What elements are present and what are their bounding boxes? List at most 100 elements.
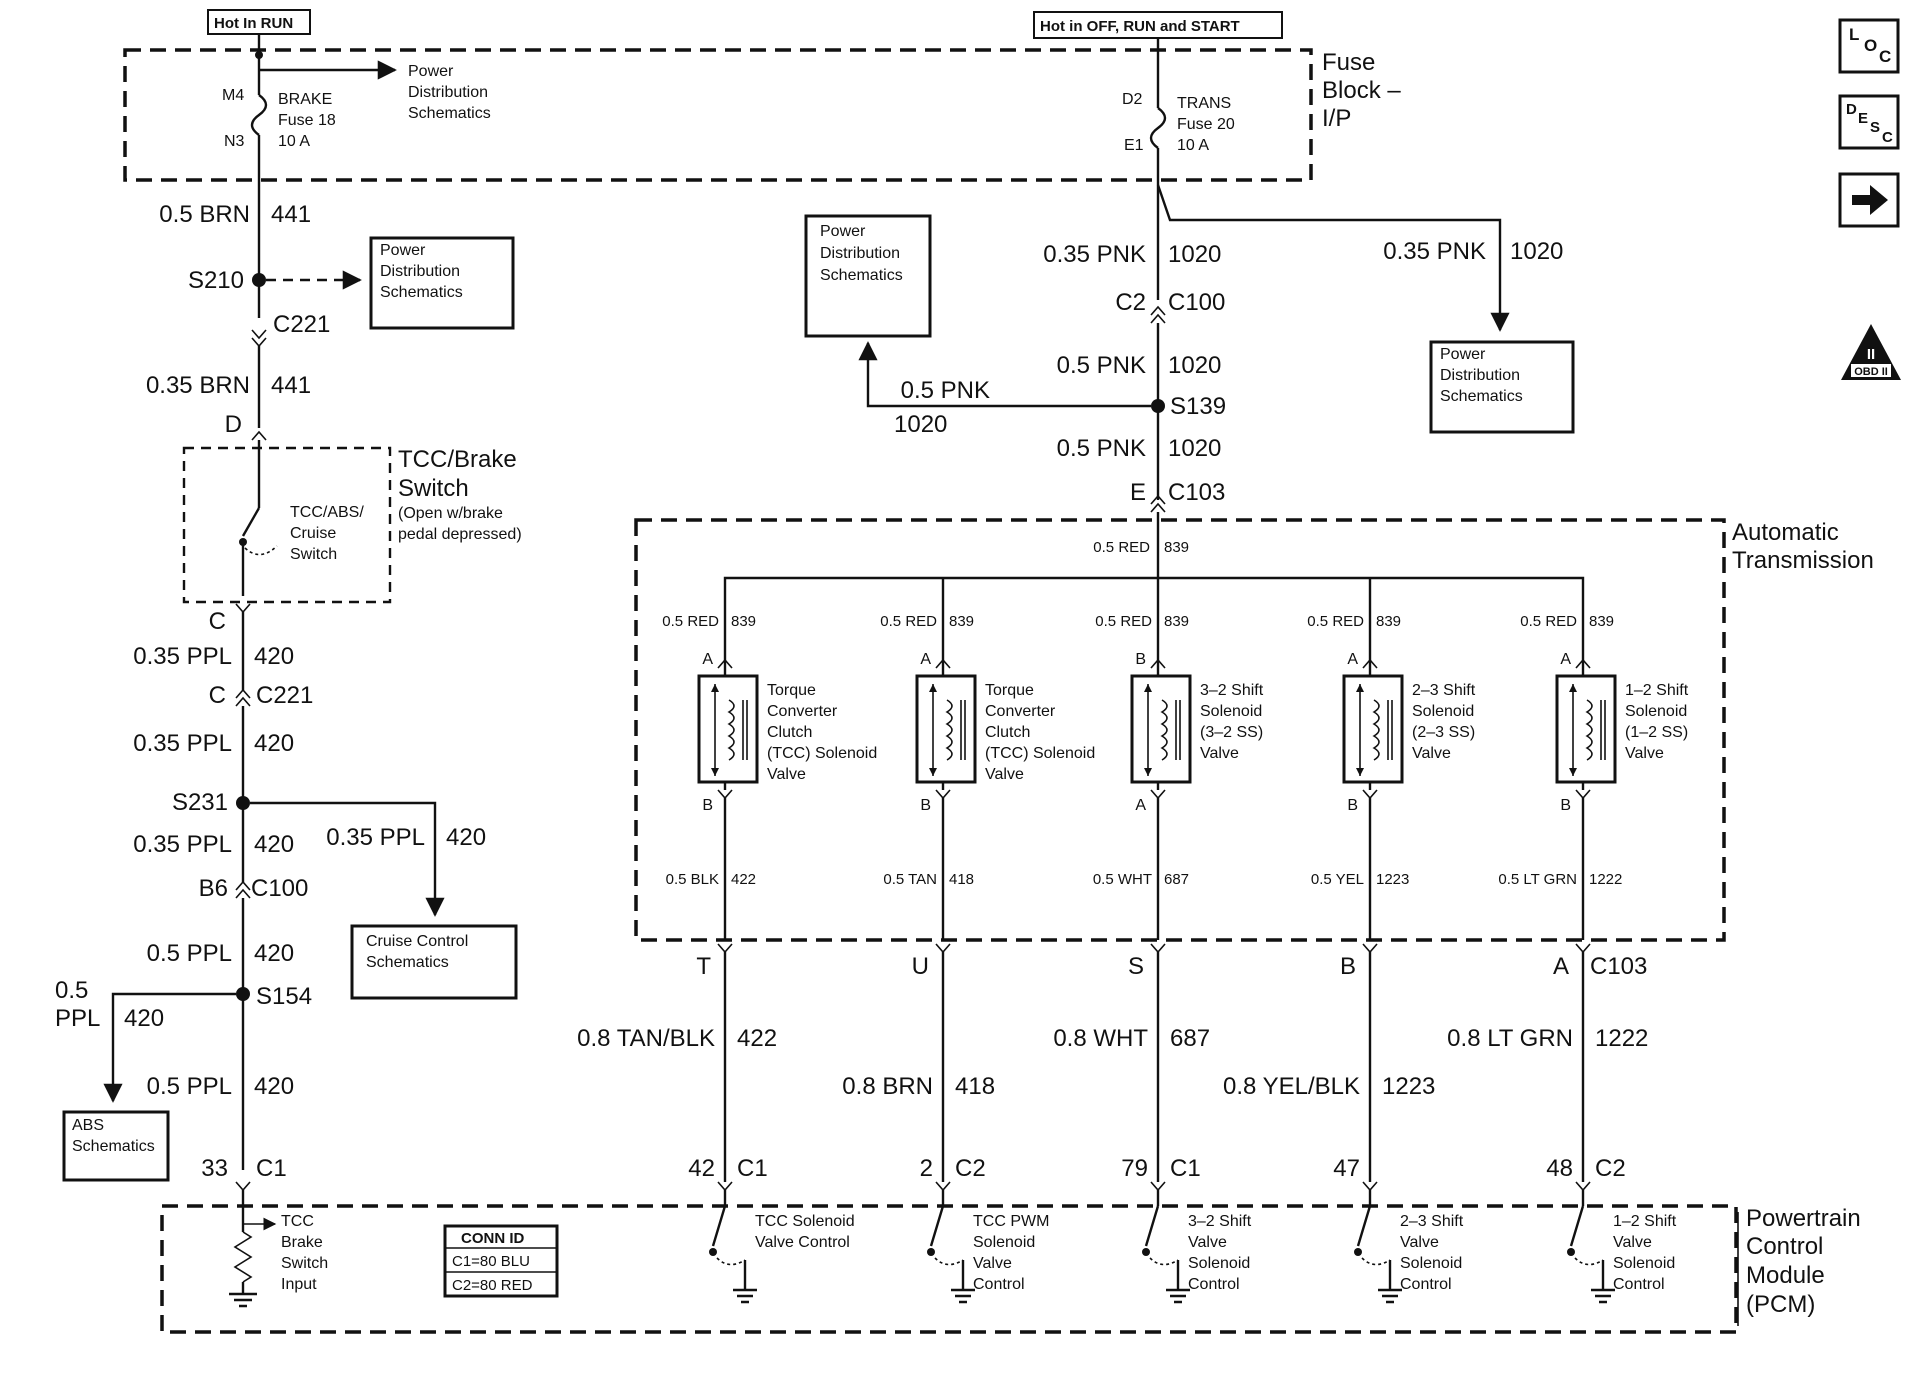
brake-pds-text-1: Power: [408, 63, 454, 80]
c100-right-label: C100: [1168, 289, 1225, 316]
solenoid-4-label-1: 1–2 Shift: [1625, 682, 1689, 699]
wire-size-0-5-pnk-a: 0.5 PNK: [1057, 352, 1146, 379]
pnk-branch-to-pds: [1156, 184, 1510, 332]
pcm-pin-33: 33: [201, 1155, 228, 1182]
wire-size-0-5-ppl-b: 0.5 PPL: [147, 1073, 232, 1100]
solenoid-2-label-2: Solenoid: [1200, 703, 1262, 720]
solenoid-0-label-1: Torque: [767, 682, 816, 699]
tcc-brake-switch-note-2: pedal depressed): [398, 526, 522, 543]
solenoid-1-pcm-size: 0.8 BRN: [842, 1073, 933, 1100]
tcc-brake-switch-title-2: Switch: [398, 475, 469, 502]
loc-o: O: [1864, 36, 1877, 55]
solenoid-0-top-size: 0.5 RED: [662, 613, 719, 630]
solenoid-1-bottom-pin: B: [920, 797, 931, 814]
pcm-title-2: Control: [1746, 1233, 1823, 1260]
automatic-transmission-title-1: Automatic: [1732, 519, 1839, 546]
solenoid-3-label-1: 2–3 Shift: [1412, 682, 1476, 699]
ground-icon: [1591, 1288, 1615, 1304]
pds-box-center-line3: Schematics: [820, 267, 903, 284]
solenoid-2-out-num: 687: [1164, 871, 1189, 888]
solenoid-3-control-label-4: Control: [1400, 1276, 1452, 1293]
pcm-title-1: Powertrain: [1746, 1205, 1861, 1232]
solenoid-1-control-label-3: Valve: [973, 1255, 1012, 1272]
solenoid-4-c103-pin: A: [1553, 953, 1569, 980]
pcm-input-resistor: [233, 1231, 253, 1283]
s231-label: S231: [172, 789, 228, 816]
solenoid-4-control-label-3: Solenoid: [1613, 1255, 1675, 1272]
switch-pin-c: C: [209, 608, 226, 635]
fuse-block-label-2: Block –: [1322, 77, 1401, 104]
solenoid-0-pcm-size: 0.8 TAN/BLK: [577, 1025, 715, 1052]
splice-s210: [252, 273, 266, 287]
abs-box-line2: Schematics: [72, 1138, 155, 1155]
brake-fuse-bottom-pin: N3: [224, 133, 245, 150]
brake-fuse-rating: 10 A: [278, 133, 310, 150]
solenoid-1-top-size: 0.5 RED: [880, 613, 937, 630]
solenoid-3-out-size: 0.5 YEL: [1311, 871, 1364, 888]
trans-fuse-bottom-pin: E1: [1124, 137, 1144, 154]
solenoid-1-pcm-conn: C2: [955, 1155, 986, 1182]
pds-box-s210-line2: Distribution: [380, 263, 460, 280]
wire-num-441-a: 441: [271, 201, 311, 228]
wire-num-420-b: 420: [254, 730, 294, 757]
left-branch-wire-size: 0.5 PNK: [901, 377, 990, 404]
location-icon[interactable]: L O C: [1838, 18, 1900, 74]
pcm-c1-left: C1: [256, 1155, 287, 1182]
pcm-outline: [160, 1204, 1738, 1334]
solenoid-4-top-size: 0.5 RED: [1520, 613, 1577, 630]
solenoid-4-pcm-pin: 48: [1546, 1155, 1573, 1182]
wire-size-0-35-pnk: 0.35 PNK: [1043, 241, 1146, 268]
description-icon[interactable]: D E S C: [1838, 94, 1900, 150]
automatic-transmission-title-2: Transmission: [1732, 547, 1874, 574]
solenoid-2-top-size: 0.5 RED: [1095, 613, 1152, 630]
wire-num-420-a: 420: [254, 643, 294, 670]
solenoid-4-control-label-2: Valve: [1613, 1234, 1652, 1251]
c221-bottom-label: C221: [256, 682, 313, 709]
solenoid-3-pcm-num: 1223: [1382, 1073, 1435, 1100]
wire-num-420-e: 420: [254, 1073, 294, 1100]
solenoid-1-out-size: 0.5 TAN: [883, 871, 937, 888]
pds-box-s210-line1: Power: [380, 242, 426, 259]
inner-switch-label-3: Switch: [290, 546, 337, 563]
next-page-arrow-icon[interactable]: [1838, 172, 1900, 228]
solenoid-2-pcm-conn: C1: [1170, 1155, 1201, 1182]
solenoid-2-bottom-pin: A: [1135, 797, 1146, 814]
splice-s231: [236, 796, 250, 810]
solenoid-2-label-4: Valve: [1200, 745, 1239, 762]
solenoid-0-body: [697, 674, 759, 784]
hot-in-off-run-start-label: Hot in OFF, RUN and START: [1033, 11, 1283, 39]
solenoid-1-label-3: Clutch: [985, 724, 1030, 741]
loc-c: C: [1879, 47, 1891, 66]
brake-pds-text-2: Distribution: [408, 84, 488, 101]
solenoid-4-pcm-size: 0.8 LT GRN: [1447, 1025, 1573, 1052]
solenoid-4-bottom-pin: B: [1560, 797, 1571, 814]
solenoid-1-control-label-2: Solenoid: [973, 1234, 1035, 1251]
solenoid-0-pcm-pin: 42: [688, 1155, 715, 1182]
solenoid-3-bottom-pin: B: [1347, 797, 1358, 814]
bus-wire-num: 839: [1164, 539, 1189, 556]
desc-c: C: [1882, 129, 1893, 146]
pds-box-right: [1429, 340, 1575, 434]
solenoid-4-control-label-1: 1–2 Shift: [1613, 1213, 1677, 1230]
pds-box-right-line2: Distribution: [1440, 367, 1520, 384]
splice-s139: [1151, 399, 1165, 413]
solenoid-3-top-pin: A: [1347, 651, 1358, 668]
desc-d: D: [1846, 101, 1857, 118]
solenoid-2-control-label-3: Solenoid: [1188, 1255, 1250, 1272]
solenoid-1-label-5: Valve: [985, 766, 1024, 783]
pds-box-center-line2: Distribution: [820, 245, 900, 262]
solenoid-3-c103-pin: B: [1340, 953, 1356, 980]
pds-box-s210: [369, 236, 515, 330]
wire-size-0-5-ppl-a: 0.5 PPL: [147, 940, 232, 967]
wire-size-0-35-brn: 0.35 BRN: [146, 372, 250, 399]
solenoid-2-driver-switch: [1144, 1205, 1160, 1247]
conn-id-c2: C2=80 RED: [452, 1277, 533, 1294]
solenoid-0-top-num: 839: [731, 613, 756, 630]
solenoid-3-body: [1342, 674, 1404, 784]
solenoid-3-top-size: 0.5 RED: [1307, 613, 1364, 630]
trans-fuse-name: TRANS: [1177, 95, 1231, 112]
solenoid-4-pcm-num: 1222: [1595, 1025, 1648, 1052]
cruise-branch-wire: [250, 801, 445, 917]
wire-num-420-cruise: 420: [446, 824, 486, 851]
